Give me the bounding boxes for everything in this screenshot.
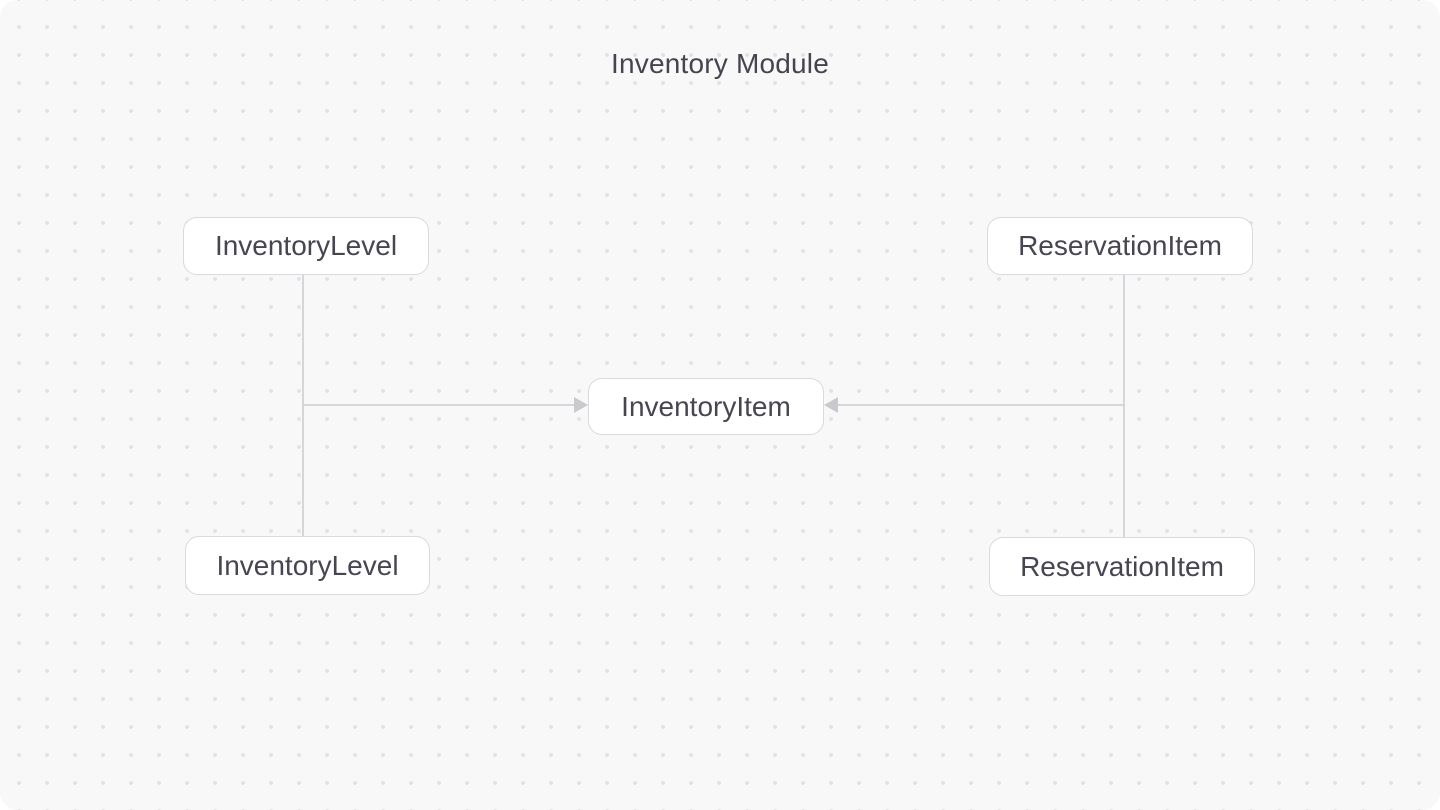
edge-inventorylevel-to-inventoryitem-line (303, 404, 575, 406)
arrowhead-right-icon (574, 397, 588, 413)
node-reservation-item-bottom[interactable]: ReservationItem (989, 537, 1255, 596)
node-inventory-item[interactable]: InventoryItem (588, 378, 824, 435)
node-label: ReservationItem (1020, 550, 1224, 582)
node-label: InventoryItem (621, 390, 791, 422)
node-inventory-level-top[interactable]: InventoryLevel (183, 217, 429, 275)
node-label: InventoryLevel (216, 549, 399, 581)
edge-reservationitem-top-to-bottom-line (1123, 275, 1125, 537)
arrowhead-left-icon (824, 397, 838, 413)
diagram-title: Inventory Module (611, 48, 829, 79)
edge-reservationitem-to-inventoryitem-line (838, 404, 1125, 406)
node-reservation-item-top[interactable]: ReservationItem (987, 217, 1253, 275)
node-label: ReservationItem (1018, 230, 1222, 261)
node-inventory-level-bottom[interactable]: InventoryLevel (185, 536, 430, 595)
node-label: InventoryLevel (214, 230, 398, 261)
